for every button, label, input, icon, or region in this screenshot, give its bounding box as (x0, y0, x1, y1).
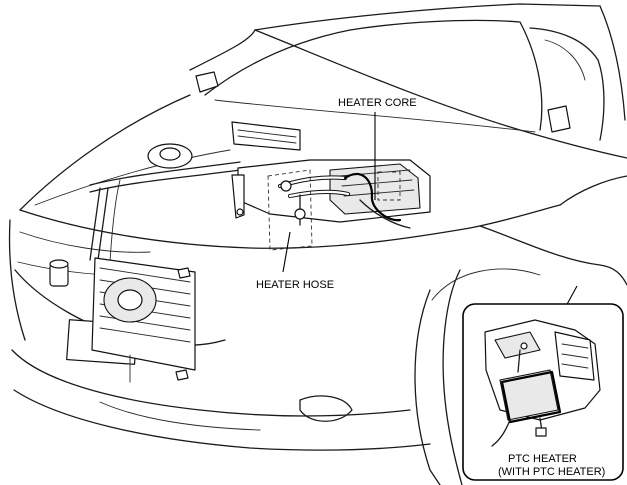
side-mirror (195, 71, 219, 93)
bumper-crease (99, 401, 261, 431)
hood-crease (34, 149, 231, 206)
ptc-heater-outline (500, 370, 562, 424)
windshield (204, 19, 543, 131)
compressor-pulley (117, 289, 143, 311)
heater-hose-leader (282, 231, 291, 273)
refrigerant-pipe-1 (89, 161, 241, 186)
door-window (529, 27, 605, 141)
front-tire (442, 269, 463, 485)
ptc-heater-label: PTC HEATER (508, 453, 577, 465)
cowl-duct (231, 121, 301, 151)
belt-line (254, 29, 627, 159)
bracket-bolt (236, 208, 244, 216)
left-lamp-edge (8, 219, 26, 341)
hood-left-edge (19, 94, 191, 211)
refrigerant-pipe-4 (97, 187, 109, 261)
drain-tube (359, 199, 411, 229)
rear-pillar (599, 5, 626, 121)
strut-center (159, 147, 181, 161)
bumper-line (11, 349, 411, 417)
heater-core-highlight (377, 171, 401, 201)
headlamp-top (19, 231, 151, 253)
ptc-heater-note: (WITH PTC HEATER) (498, 466, 605, 478)
side-mirror-right (547, 105, 571, 133)
condenser-bracket-top (177, 267, 191, 279)
window-trim (544, 39, 586, 81)
ptc-heater-element (499, 369, 559, 421)
fog-lamp (299, 395, 353, 422)
heater-core-label: HEATER CORE (338, 97, 417, 109)
hose-clamp (294, 208, 306, 220)
engine-bay (49, 143, 241, 383)
wheel-arch-top (431, 268, 541, 301)
heater-unit (231, 121, 431, 251)
heater-hose-highlight (267, 169, 313, 251)
hvac-bracket (231, 174, 245, 219)
heater-hose-lower-inner (288, 190, 350, 198)
condenser-bracket-bottom (175, 369, 189, 381)
ptc-harness (491, 419, 511, 447)
lower-bumper (13, 389, 431, 451)
hood-front-edge (19, 204, 561, 249)
a-pillar (189, 29, 256, 71)
labels: HEATER CORE HEATER HOSE PTC HEATER (WITH… (256, 97, 605, 478)
cowl-slots (237, 129, 297, 144)
hose-loop (343, 172, 402, 222)
refrigerant-pipe-3 (89, 187, 101, 261)
heater-hose-label: HEATER HOSE (256, 279, 334, 291)
refrigerant-pipe-2 (89, 169, 241, 193)
refrigerant-pipe-5 (109, 179, 121, 263)
front-wheel-arch (414, 289, 441, 485)
ptc-connector (535, 427, 547, 437)
ptc-blower-opening (494, 331, 541, 359)
ptc-screw (520, 342, 528, 350)
ptc-duct-ribs (561, 343, 589, 369)
hose-clamp-2 (280, 180, 292, 192)
cowl-line (214, 99, 536, 133)
ptc-inset (462, 303, 624, 481)
receiver-cap (49, 259, 69, 269)
ptc-wire-upper (517, 349, 521, 373)
fender-top (559, 175, 627, 206)
right-fender (479, 225, 627, 286)
roof-line (254, 3, 601, 31)
